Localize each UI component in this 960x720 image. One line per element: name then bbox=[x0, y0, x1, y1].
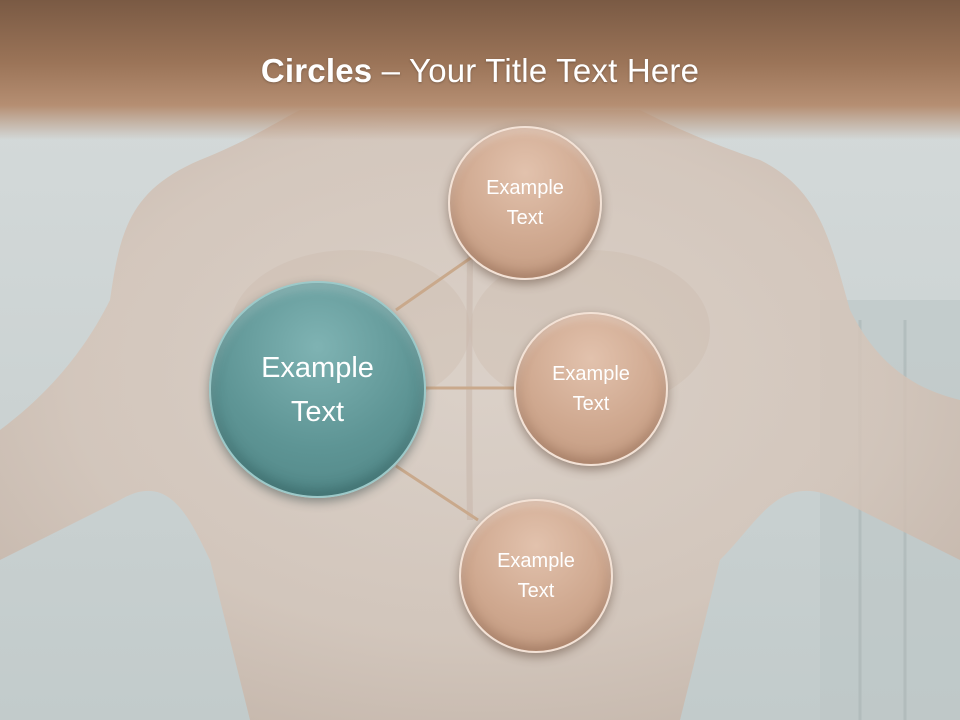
node-2-label-line1: Example bbox=[552, 363, 630, 385]
node-3-label-line1: Example bbox=[497, 550, 575, 572]
node-circle-2: Example Text bbox=[514, 312, 668, 466]
node-1-label: Example Text bbox=[472, 173, 578, 233]
node-1-label-line2: Text bbox=[506, 207, 544, 229]
node-2-label: Example Text bbox=[538, 359, 644, 419]
connector-1 bbox=[395, 255, 473, 312]
title-separator: – bbox=[372, 52, 410, 89]
node-3-label: Example Text bbox=[483, 546, 589, 606]
title-bar bbox=[0, 0, 960, 140]
title-bold: Circles bbox=[260, 52, 373, 89]
center-label-line2: Text bbox=[290, 395, 345, 428]
node-3-label-line2: Text bbox=[517, 580, 555, 602]
center-circle-label: Example Text bbox=[247, 346, 388, 434]
node-1-label-line1: Example bbox=[486, 177, 564, 199]
slide-title: Circles – Your Title Text Here bbox=[0, 52, 960, 90]
title-rest: Your Title Text Here bbox=[409, 52, 700, 89]
node-circle-3: Example Text bbox=[459, 499, 613, 653]
center-label-line1: Example bbox=[261, 351, 374, 384]
node-2-label-line2: Text bbox=[572, 393, 610, 415]
center-circle: Example Text bbox=[209, 281, 426, 498]
node-circle-1: Example Text bbox=[448, 126, 602, 280]
connector-3 bbox=[395, 464, 479, 522]
